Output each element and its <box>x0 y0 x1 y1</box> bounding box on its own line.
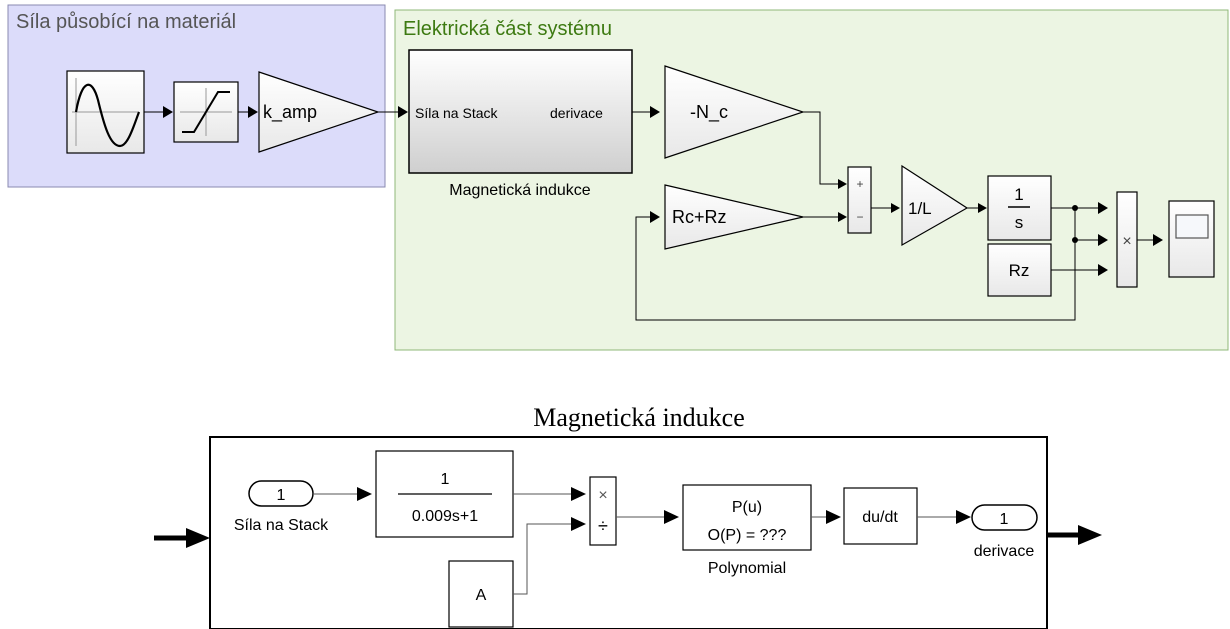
svg-text:Rz: Rz <box>1009 261 1030 280</box>
svg-text:O(P) = ???: O(P) = ??? <box>708 527 787 544</box>
svg-text:−: − <box>856 210 863 224</box>
output-arrow-icon <box>1047 525 1102 545</box>
subsystem-frame <box>209 436 1048 629</box>
svg-text:+: + <box>856 177 863 191</box>
inport-label: Síla na Stack <box>234 517 329 534</box>
svg-text:A: A <box>476 587 487 604</box>
sum-block[interactable]: + − <box>847 166 872 234</box>
gain-rc-rz[interactable]: Rc+Rz <box>664 184 804 250</box>
svg-text:P(u): P(u) <box>732 499 762 516</box>
gain-one-over-l[interactable]: 1/L <box>901 164 969 247</box>
svg-text:Rc+Rz: Rc+Rz <box>672 207 727 227</box>
subsystem-title: Magnetická indukce <box>533 403 745 432</box>
svg-text:k_amp: k_amp <box>263 102 317 123</box>
svg-text:0.009s+1: 0.009s+1 <box>412 508 478 525</box>
force-area-title: Síla působící na materiál <box>16 11 236 33</box>
inport-sila-na-stack[interactable]: 1 <box>248 480 314 507</box>
subsystem-in-port-label: Síla na Stack <box>415 105 498 121</box>
sine-wave-block[interactable] <box>66 70 145 154</box>
svg-text:s: s <box>1015 213 1024 232</box>
derivative-block[interactable]: du/dt <box>843 487 918 545</box>
svg-text:du/dt: du/dt <box>862 509 898 526</box>
svg-text:1: 1 <box>1000 511 1009 528</box>
subsystem-magneticka-indukce[interactable]: Síla na Stack derivace <box>408 49 633 174</box>
polynomial-block[interactable]: P(u) O(P) = ??? <box>682 484 812 551</box>
scope-block[interactable] <box>1168 200 1215 278</box>
scope-screen-icon <box>1175 214 1209 239</box>
transfer-function-block[interactable]: 1 0.009s+1 <box>375 450 514 538</box>
multiply-icon: × <box>598 487 607 504</box>
divide-icon: ÷ <box>598 516 608 536</box>
constant-a[interactable]: A <box>448 560 514 628</box>
gain-n-c[interactable]: -N_c <box>664 65 805 159</box>
svg-text:1: 1 <box>277 487 286 504</box>
svg-text:-N_c: -N_c <box>690 102 728 123</box>
svg-text:1: 1 <box>1014 185 1023 204</box>
gain-k-amp[interactable]: k_amp <box>258 71 380 153</box>
divide-block[interactable]: × ÷ <box>589 476 617 546</box>
input-arrow-icon <box>154 528 210 548</box>
subsystem-caption: Magnetická indukce <box>449 182 591 199</box>
constant-rz[interactable]: Rz <box>987 243 1052 297</box>
saturation-block[interactable] <box>173 81 239 143</box>
product-icon: × <box>1122 233 1131 250</box>
integrator-block[interactable]: 1 s <box>987 175 1052 241</box>
electric-area-title: Elektrická část systému <box>403 18 612 40</box>
sine-icon <box>74 83 141 148</box>
product-block[interactable]: × <box>1116 191 1138 288</box>
outport-label: derivace <box>974 543 1035 560</box>
saturation-icon <box>182 91 230 133</box>
svg-text:1: 1 <box>441 471 450 488</box>
svg-text:1/L: 1/L <box>908 199 932 218</box>
subsystem-out-port-label: derivace <box>550 105 603 121</box>
polynomial-caption: Polynomial <box>708 560 786 577</box>
outport-derivace[interactable]: 1 <box>971 504 1038 531</box>
